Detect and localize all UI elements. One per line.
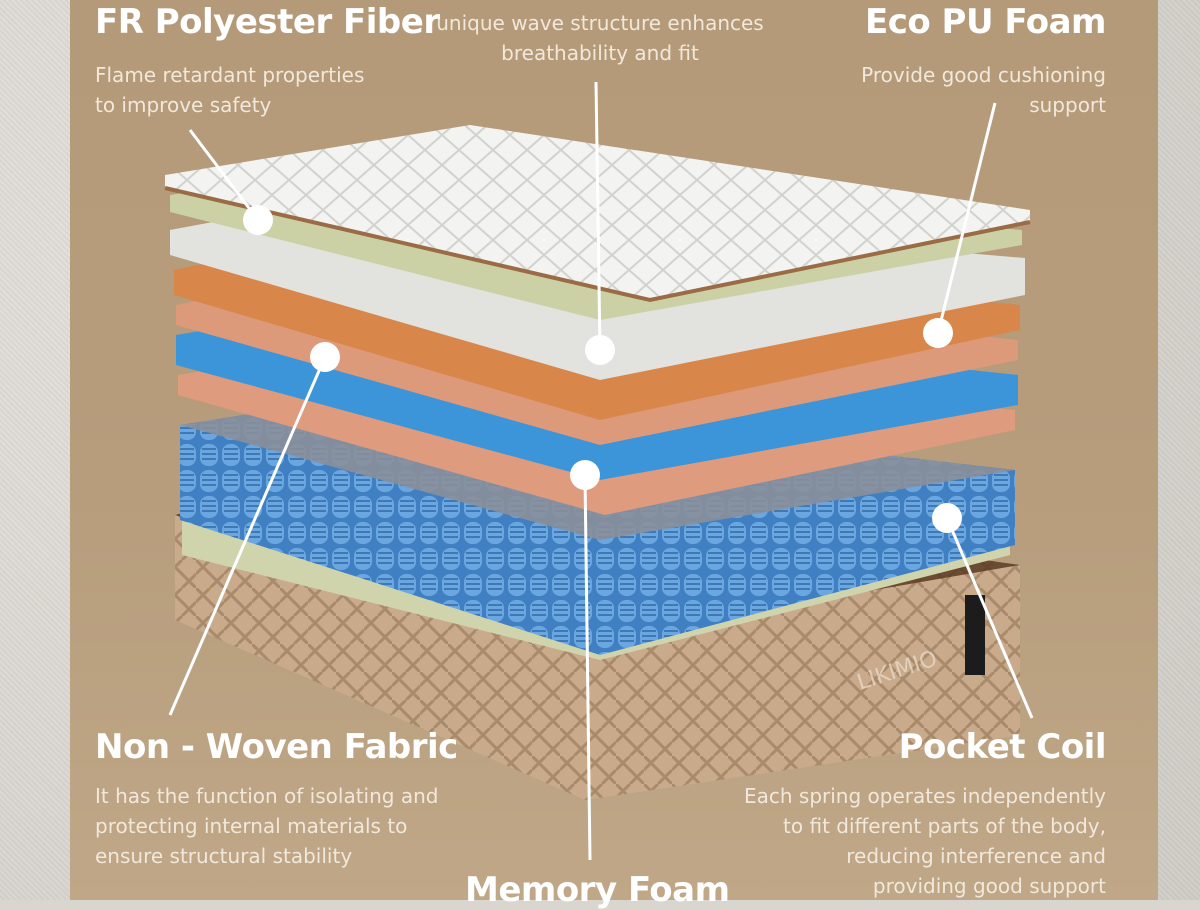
callout-pocket-coil: Pocket Coil Each spring operates indepen… — [706, 727, 1107, 901]
leader-line — [583, 474, 592, 861]
marker-dot — [923, 318, 953, 348]
desc-line: to improve safety — [95, 93, 272, 117]
callout-title: Memory Foam — [465, 870, 730, 910]
brand-logo: LIKIMIO — [854, 646, 940, 695]
marker-dot — [310, 342, 340, 372]
desc-line: support — [1029, 93, 1106, 117]
leader-line — [168, 356, 327, 716]
callout-desc: Flame retardant properties to improve sa… — [95, 60, 425, 120]
desc-line: breathability and fit — [501, 41, 699, 65]
brand-tag — [965, 595, 985, 675]
desc-line: unique wave structure enhances — [436, 11, 764, 35]
marker-dot — [932, 503, 962, 533]
leader-line — [936, 102, 997, 334]
desc-line: Provide good cushioning — [861, 63, 1106, 87]
callout-desc: Provide good cushioning support — [806, 60, 1106, 120]
desc-line: Each spring operates independently — [743, 784, 1106, 808]
callout-desc: Each spring operates independently to fi… — [706, 781, 1106, 901]
desc-line: providing good support — [872, 874, 1106, 898]
callout-eco-pu-foam: Eco PU Foam Provide good cushioning supp… — [806, 2, 1106, 120]
marker-dot — [243, 205, 273, 235]
marker-dot — [570, 460, 600, 490]
callout-title: Pocket Coil — [898, 727, 1107, 767]
callout-desc: unique wave structure enhances breathabi… — [425, 8, 775, 68]
marker-dot — [585, 335, 615, 365]
callout-fr-polyester: FR Polyester Fiber Flame retardant prope… — [95, 2, 440, 120]
callout-non-woven-fabric: Non - Woven Fabric It has the function o… — [95, 727, 495, 871]
callout-title: Eco PU Foam — [864, 2, 1107, 42]
callout-desc: It has the function of isolating and pro… — [95, 781, 495, 871]
desc-line: It has the function of isolating and — [95, 784, 439, 808]
desc-line: protecting internal materials to — [95, 814, 408, 838]
desc-line: to fit different parts of the body, — [783, 814, 1106, 838]
leader-line — [594, 81, 602, 351]
callout-memory-foam: Memory Foam — [465, 870, 745, 910]
leader-line — [188, 129, 260, 221]
callout-title: Non - Woven Fabric — [95, 727, 458, 767]
leader-line — [945, 517, 1034, 719]
desc-line: reducing interference and — [846, 844, 1106, 868]
callout-title: FR Polyester Fiber — [95, 2, 440, 42]
desc-line: ensure structural stability — [95, 844, 353, 868]
desc-line: Flame retardant properties — [95, 63, 365, 87]
callout-wave-foam: unique wave structure enhances breathabi… — [425, 8, 775, 68]
